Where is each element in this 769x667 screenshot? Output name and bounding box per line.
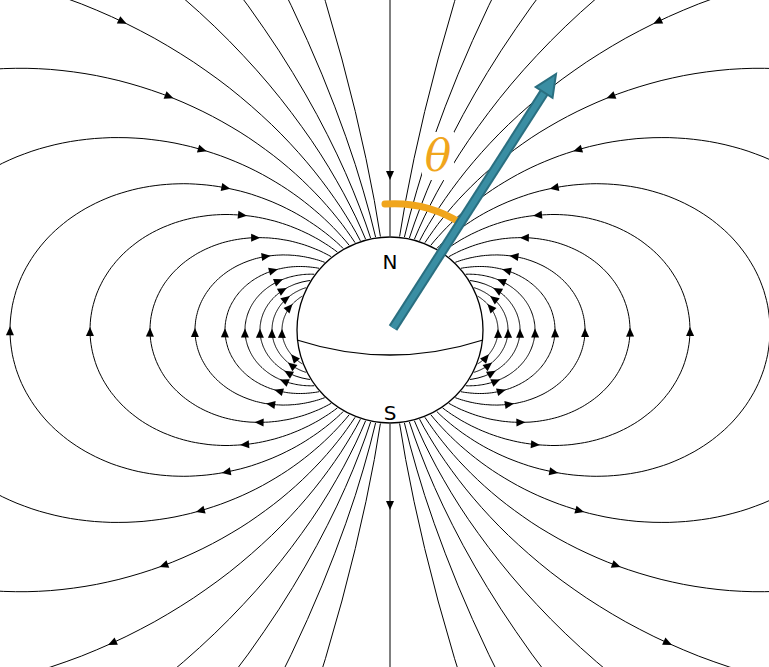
field-arrowhead <box>516 419 525 427</box>
field-arrowhead <box>117 16 127 23</box>
field-arrowhead <box>241 329 249 338</box>
field-arrowhead <box>266 401 276 409</box>
field-arrowhead <box>574 506 584 514</box>
field-line <box>437 184 769 477</box>
field-arrowhead <box>531 329 539 338</box>
field-arrowhead <box>284 371 294 379</box>
field-arrowhead <box>483 362 493 371</box>
field-arrowhead <box>146 328 154 337</box>
field-arrowhead <box>6 326 14 335</box>
equator <box>297 340 483 355</box>
field-arrowhead <box>502 268 512 276</box>
field-arrowhead <box>261 253 270 261</box>
field-arrowhead <box>550 183 560 191</box>
field-arrowhead <box>653 16 663 23</box>
field-arrowhead <box>662 638 672 645</box>
field-arrowhead <box>386 171 394 180</box>
field-arrowhead <box>607 91 617 98</box>
field-arrowhead <box>196 506 206 514</box>
arrow-head <box>536 74 556 98</box>
field-arrowhead <box>686 327 694 336</box>
field-arrowhead <box>240 440 249 448</box>
field-arrowhead <box>493 288 503 296</box>
field-arrowhead <box>504 401 514 409</box>
field-arrowhead <box>221 328 229 337</box>
field-arrowhead <box>509 253 518 261</box>
field-arrowhead <box>284 304 293 313</box>
field-arrowhead <box>251 234 260 242</box>
field-arrowhead <box>288 362 298 371</box>
field-arrowhead <box>280 296 290 305</box>
field-arrowhead <box>533 211 542 219</box>
field-arrowhead <box>504 329 512 338</box>
field-arrowhead <box>626 328 634 337</box>
arrow-shaft <box>393 93 544 328</box>
field-line <box>390 424 391 667</box>
field-arrowhead <box>159 560 169 568</box>
magnet-sphere: NS <box>296 236 484 424</box>
field-arrowhead <box>551 328 559 337</box>
field-arrowhead <box>480 354 489 363</box>
angle-arc <box>385 204 461 223</box>
field-arrowhead <box>549 467 559 475</box>
field-arrowhead <box>108 638 118 645</box>
field-arrowhead <box>273 279 283 286</box>
field-arrowhead <box>486 371 496 379</box>
field-arrowhead <box>274 388 284 396</box>
field-arrowhead <box>221 183 231 191</box>
field-arrowhead <box>386 501 394 510</box>
arrow-shaft <box>393 93 544 328</box>
field-arrowhead <box>268 329 276 338</box>
field-arrowhead <box>573 145 583 153</box>
field-arrowhead <box>222 467 232 475</box>
field-arrowhead <box>516 329 524 338</box>
field-arrowhead <box>494 329 502 338</box>
field-arrowhead <box>238 211 247 219</box>
field-arrowhead <box>531 440 540 448</box>
field-arrowhead <box>490 379 500 386</box>
field-arrowhead <box>611 560 621 568</box>
field-arrowhead <box>490 296 500 305</box>
field-line <box>10 184 343 477</box>
pole-label: N <box>296 251 484 273</box>
field-arrowhead <box>164 91 174 98</box>
field-arrowhead <box>581 328 589 337</box>
field-arrowhead <box>197 145 207 153</box>
field-arrowhead <box>277 288 287 296</box>
field-arrowhead <box>86 327 94 336</box>
pole-label: S <box>296 402 484 424</box>
field-arrowhead <box>268 268 278 276</box>
field-arrowhead <box>278 329 286 338</box>
field-arrowhead <box>497 279 507 286</box>
field-arrowhead <box>255 419 264 427</box>
field-arrowhead <box>496 388 506 396</box>
field-arrowhead <box>280 379 290 386</box>
angle-label: θ <box>422 132 455 180</box>
field-arrowhead <box>520 234 529 242</box>
field-arrowhead <box>256 329 264 338</box>
sphere-circle <box>297 237 483 423</box>
field-arrowhead <box>191 328 199 337</box>
field-arrowhead <box>487 304 496 313</box>
field-arrowhead <box>291 354 300 363</box>
